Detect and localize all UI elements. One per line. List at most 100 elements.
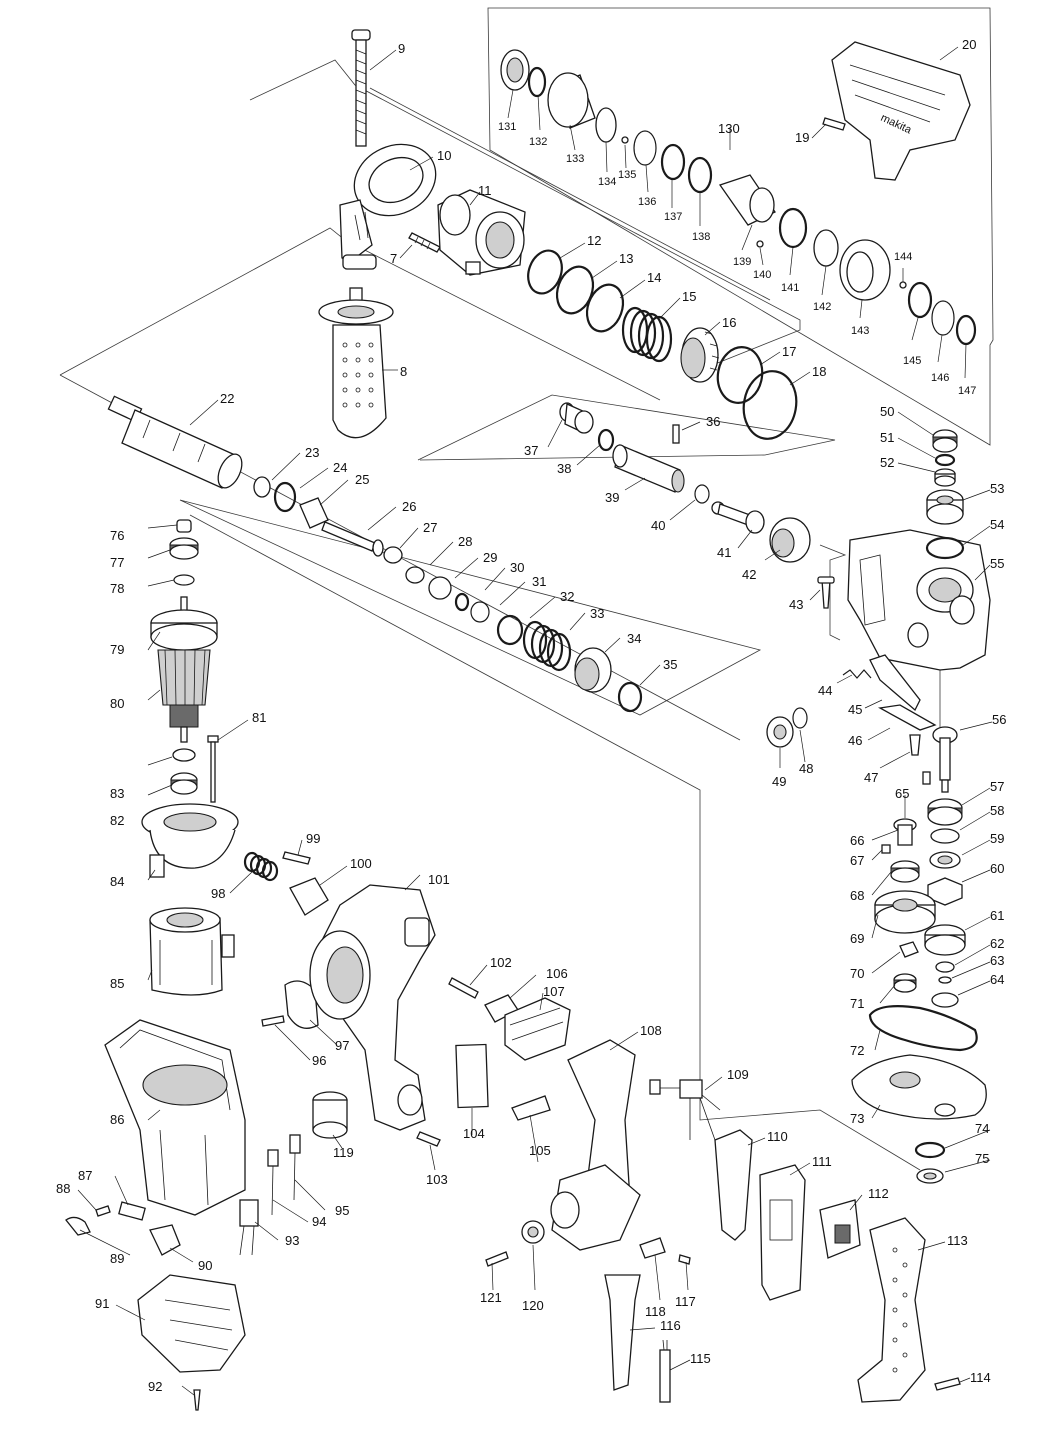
part-number: 101 <box>428 872 450 887</box>
part-number: 37 <box>524 443 538 458</box>
front-group-outline-2 <box>369 87 771 301</box>
part-number: 76 <box>110 528 124 543</box>
bearing-68 <box>890 860 920 883</box>
screw-121 <box>485 1251 509 1267</box>
part-number: 32 <box>560 589 574 604</box>
change-lever-97 <box>284 980 319 1029</box>
screw-102 <box>448 977 479 999</box>
part-number: 97 <box>335 1038 349 1053</box>
part-number: 75 <box>975 1151 989 1166</box>
terminal-94 <box>267 1149 279 1167</box>
part-number: 24 <box>333 460 347 475</box>
bushing-119 <box>312 1091 348 1139</box>
part-number: 120 <box>522 1298 544 1313</box>
cord-115 <box>659 1339 671 1403</box>
bolt-81 <box>207 735 219 803</box>
part-number: 11 <box>478 183 492 198</box>
gear-axis-line <box>819 544 847 641</box>
part-number: 52 <box>880 455 894 470</box>
cord-clamp-118 <box>639 1237 666 1259</box>
part-labels: 7 8 9 10 11 12 13 14 15 16 17 18 19 20 2… <box>56 37 1006 1394</box>
part-number: 60 <box>990 861 1004 876</box>
kit-130-panel <box>487 7 994 446</box>
part-number: 57 <box>990 779 1004 794</box>
part-number: 112 <box>868 1186 889 1201</box>
washer-64 <box>931 992 959 1008</box>
part-number: 99 <box>306 831 320 846</box>
part-number: 22 <box>220 391 234 406</box>
bearing-82 <box>170 772 198 795</box>
part-number: 88 <box>56 1181 70 1196</box>
part-number: 106 <box>546 966 568 981</box>
washer-27 <box>383 546 403 564</box>
washer-78 <box>173 574 195 586</box>
pin-66 <box>893 818 917 846</box>
grip-clamp-10 <box>339 143 437 270</box>
bearing-42 <box>769 517 811 563</box>
screw-117 <box>678 1254 691 1265</box>
part-number: 54 <box>990 517 1004 532</box>
screw-92 <box>193 1389 201 1411</box>
clutch-cam-34 <box>574 647 612 693</box>
part-number: 8 <box>400 364 407 379</box>
ring-40 <box>694 484 710 504</box>
part-number: 72 <box>850 1043 864 1058</box>
part-number: 48 <box>799 761 813 776</box>
part-shapes: makita <box>65 29 991 1411</box>
plate-46 <box>878 704 937 731</box>
lock-lever-105 <box>511 1095 551 1121</box>
part-number: 118 <box>645 1304 666 1319</box>
part-number: 130 <box>718 121 740 136</box>
cam-52 <box>934 468 956 487</box>
armature-80 <box>157 649 211 743</box>
lever-45 <box>869 654 921 712</box>
cylinder-39 <box>612 444 685 493</box>
damper-107 <box>504 997 571 1061</box>
terminal-wire-95 <box>293 1152 296 1201</box>
gear-cover-73 <box>851 1054 987 1120</box>
part-number: 107 <box>543 984 565 999</box>
o-ring-54 <box>925 536 965 560</box>
part-number: 63 <box>990 953 1004 968</box>
baffle-84 <box>141 803 239 878</box>
part-number: 51 <box>880 430 894 445</box>
part-number: 113 <box>947 1233 968 1248</box>
striker-tip-26 <box>372 539 384 557</box>
part-number: 65 <box>895 786 909 801</box>
lock-button-100 <box>289 877 329 916</box>
part-number: 133 <box>566 153 584 165</box>
screw-7 <box>408 232 441 253</box>
ring-51 <box>934 453 956 467</box>
part-number: 44 <box>818 683 832 698</box>
handle-cover-113 <box>857 1217 926 1403</box>
motor-housing-86 <box>104 1019 246 1216</box>
washer-83 <box>172 748 196 762</box>
part-number: 38 <box>557 461 571 476</box>
part-number: 73 <box>850 1111 864 1126</box>
part-number: 109 <box>727 1067 749 1082</box>
part-number: 131 <box>498 121 516 133</box>
ring-35 <box>617 681 643 713</box>
part-number: 61 <box>990 908 1004 923</box>
part-number: 16 <box>722 315 736 330</box>
part-number: 91 <box>95 1296 109 1311</box>
piston-37 <box>559 402 594 434</box>
screw-96 <box>261 1015 285 1027</box>
bushing-59 <box>929 851 961 869</box>
part-number: 95 <box>335 1203 349 1218</box>
switch-lever-110 <box>714 1129 753 1241</box>
spring-33 <box>522 620 572 672</box>
striker-26 <box>321 521 376 552</box>
bearing-57 <box>927 798 963 826</box>
spring-15 <box>621 306 673 363</box>
ring-38 <box>597 428 615 452</box>
part-number: 26 <box>402 499 416 514</box>
part-number: 77 <box>110 555 124 570</box>
brush-cap-90 <box>149 1224 181 1256</box>
part-number: 96 <box>312 1053 326 1068</box>
part-number: 55 <box>990 556 1004 571</box>
ring-17 <box>716 346 764 404</box>
screw-99 <box>282 851 311 865</box>
part-number: 64 <box>990 972 1004 987</box>
